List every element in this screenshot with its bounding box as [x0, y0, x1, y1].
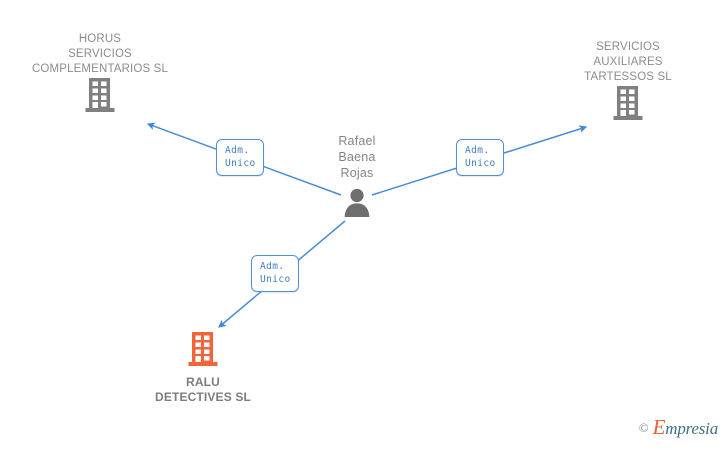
node-ralu[interactable]: RALU DETECTIVES SL [103, 331, 303, 405]
brand-lead-letter: E [652, 415, 666, 439]
building-icon [613, 85, 643, 126]
brand-wordmark: Empresia [652, 415, 719, 440]
node-horus-label: HORUS SERVICIOS COMPLEMENTARIOS SL [31, 33, 169, 75]
edge-label-horus[interactable]: Adm. Unico [216, 139, 264, 176]
node-tartessos-label: SERVICIOS AUXILIARES TARTESSOS SL [584, 41, 672, 83]
building-icon [85, 77, 115, 118]
brand-rest-letters: mpresia [665, 419, 718, 438]
person-icon [342, 187, 372, 222]
person-name-label: Rafael Baena Rojas [338, 134, 376, 180]
node-ralu-label: RALU DETECTIVES SL [155, 375, 251, 404]
copyright-icon: © [638, 419, 649, 435]
building-icon [188, 331, 218, 372]
node-horus[interactable]: HORUS SERVICIOS COMPLEMENTARIOS SL [0, 32, 200, 118]
node-person-rafael-baena-rojas[interactable]: Rafael Baena Rojas [257, 133, 457, 222]
edge-label-tartessos[interactable]: Adm. Unico [456, 139, 504, 176]
empresia-watermark: © Empresia [639, 415, 718, 440]
edge-label-ralu[interactable]: Adm. Unico [251, 255, 299, 292]
node-tartessos[interactable]: SERVICIOS AUXILIARES TARTESSOS SL [528, 40, 728, 126]
